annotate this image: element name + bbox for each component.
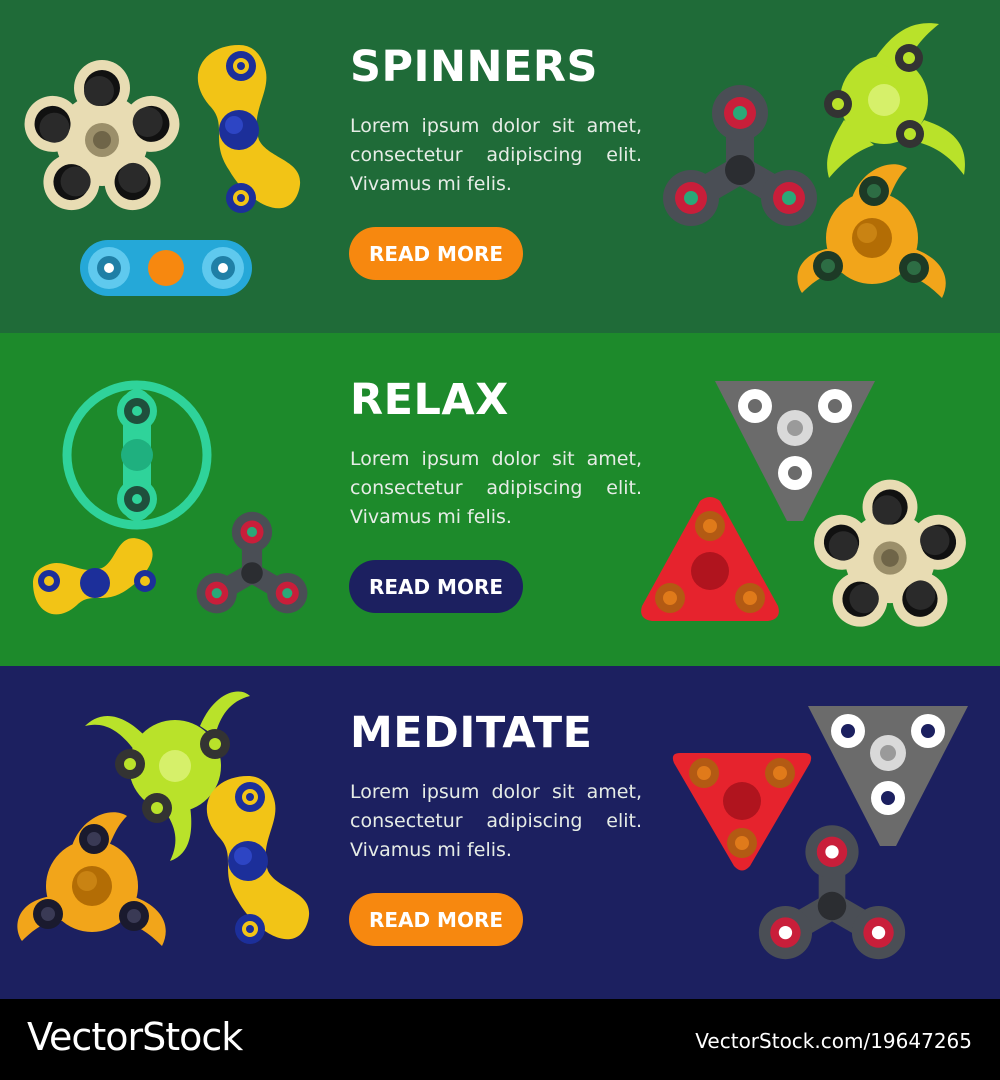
watermark-footer: VectorStock VectorStock.com/19647265 [0, 999, 1000, 1080]
banner-body-text: Lorem ipsum dolor sit amet, consectetur … [350, 115, 642, 195]
five-arm-spinner-icon [814, 479, 966, 627]
s-shaped-spinner-icon [197, 45, 301, 213]
blade-spinner-icon [85, 691, 250, 861]
banner-body-text: Lorem ipsum dolor sit amet, consectetur … [350, 448, 642, 528]
banner-spinners-illustrations [24, 23, 965, 298]
round-triangle-spinner-icon [672, 753, 812, 871]
round-triangle-spinner-icon [641, 497, 779, 621]
banner-meditate-illustrations [17, 691, 968, 960]
read-more-button[interactable]: READ MORE [349, 560, 523, 613]
read-more-button[interactable]: READ MORE [349, 227, 523, 280]
watermark-brand: VectorStock [27, 1015, 243, 1059]
tri-spinner-icon [758, 825, 906, 960]
banner-relax: RELAX Lorem ipsum dolor sit amet, consec… [0, 333, 1000, 666]
s-shaped-spinner-icon [33, 538, 156, 615]
banner-meditate: MEDITATE Lorem ipsum dolor sit amet, con… [0, 666, 1000, 999]
bar-spinner-icon [80, 240, 252, 296]
banner-body-text: Lorem ipsum dolor sit amet, consectetur … [350, 781, 642, 861]
blade-spinner-icon [824, 23, 965, 178]
ring-spinner-icon [62, 380, 212, 530]
blade-spinner-icon [17, 812, 166, 946]
read-more-button[interactable]: READ MORE [349, 893, 523, 946]
watermark-url: VectorStock.com/19647265 [695, 1029, 972, 1053]
five-arm-spinner-icon [24, 60, 180, 211]
triangle-spinner-icon [808, 706, 968, 846]
banner-title: MEDITATE [350, 708, 593, 758]
tri-spinner-icon [663, 85, 817, 226]
banner-spinners: SPINNERS Lorem ipsum dolor sit amet, con… [0, 0, 1000, 333]
banner-relax-illustrations [33, 380, 966, 627]
s-shaped-spinner-icon [206, 776, 310, 944]
banner-title: SPINNERS [350, 42, 598, 92]
tri-spinner-icon [196, 511, 308, 614]
blade-spinner-icon [797, 164, 946, 298]
triangle-spinner-icon [715, 381, 875, 521]
banner-title: RELAX [350, 375, 509, 425]
